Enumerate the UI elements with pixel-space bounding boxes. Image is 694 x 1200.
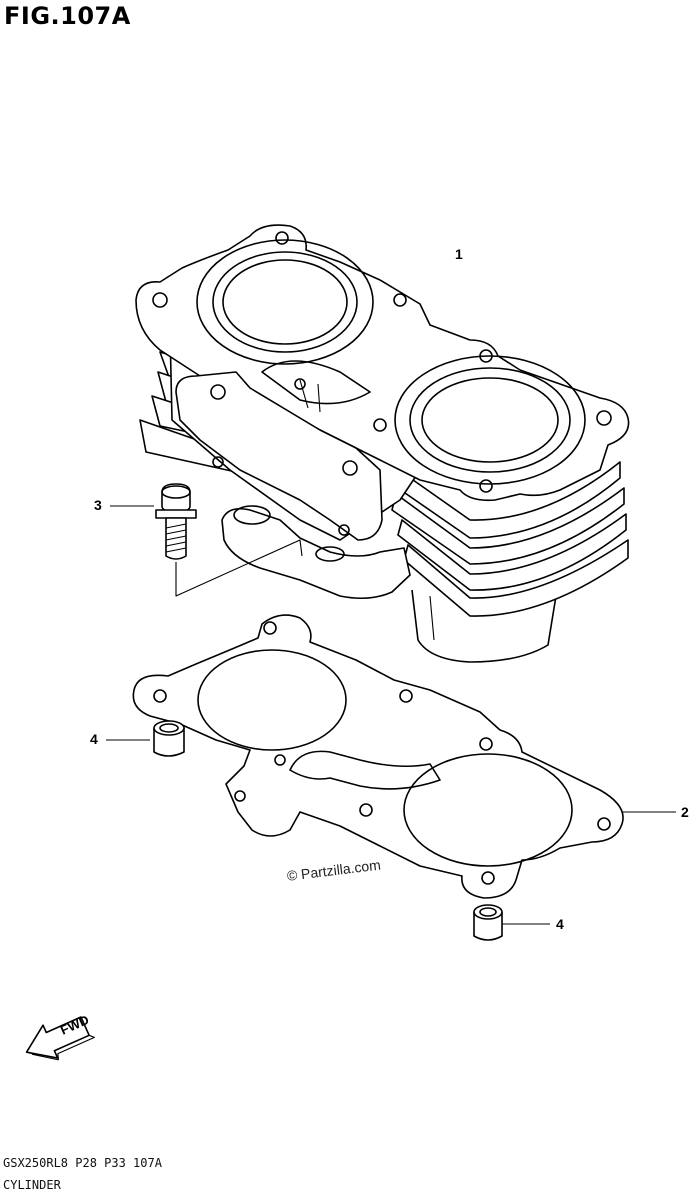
figure-title: FIG.107A	[4, 2, 131, 30]
callout-4-lower: 4	[556, 916, 564, 932]
callout-4-upper: 4	[90, 731, 98, 747]
fwd-arrow-icon	[25, 1016, 95, 1061]
cylinder-block[interactable]	[135, 224, 630, 663]
callout-1: 1	[455, 246, 463, 262]
callout-3: 3	[94, 497, 102, 513]
footer-model-code: GSX250RL8 P28 P33 107A	[3, 1156, 162, 1170]
bolt[interactable]	[155, 483, 197, 560]
cylinder-gasket[interactable]	[132, 614, 624, 899]
footer-section: CYLINDER	[3, 1178, 61, 1192]
callout-2: 2	[681, 804, 689, 820]
bolt-leader	[175, 539, 303, 597]
dowel-pin-upper[interactable]	[153, 720, 185, 757]
dowel-pin-lower[interactable]	[473, 904, 503, 941]
